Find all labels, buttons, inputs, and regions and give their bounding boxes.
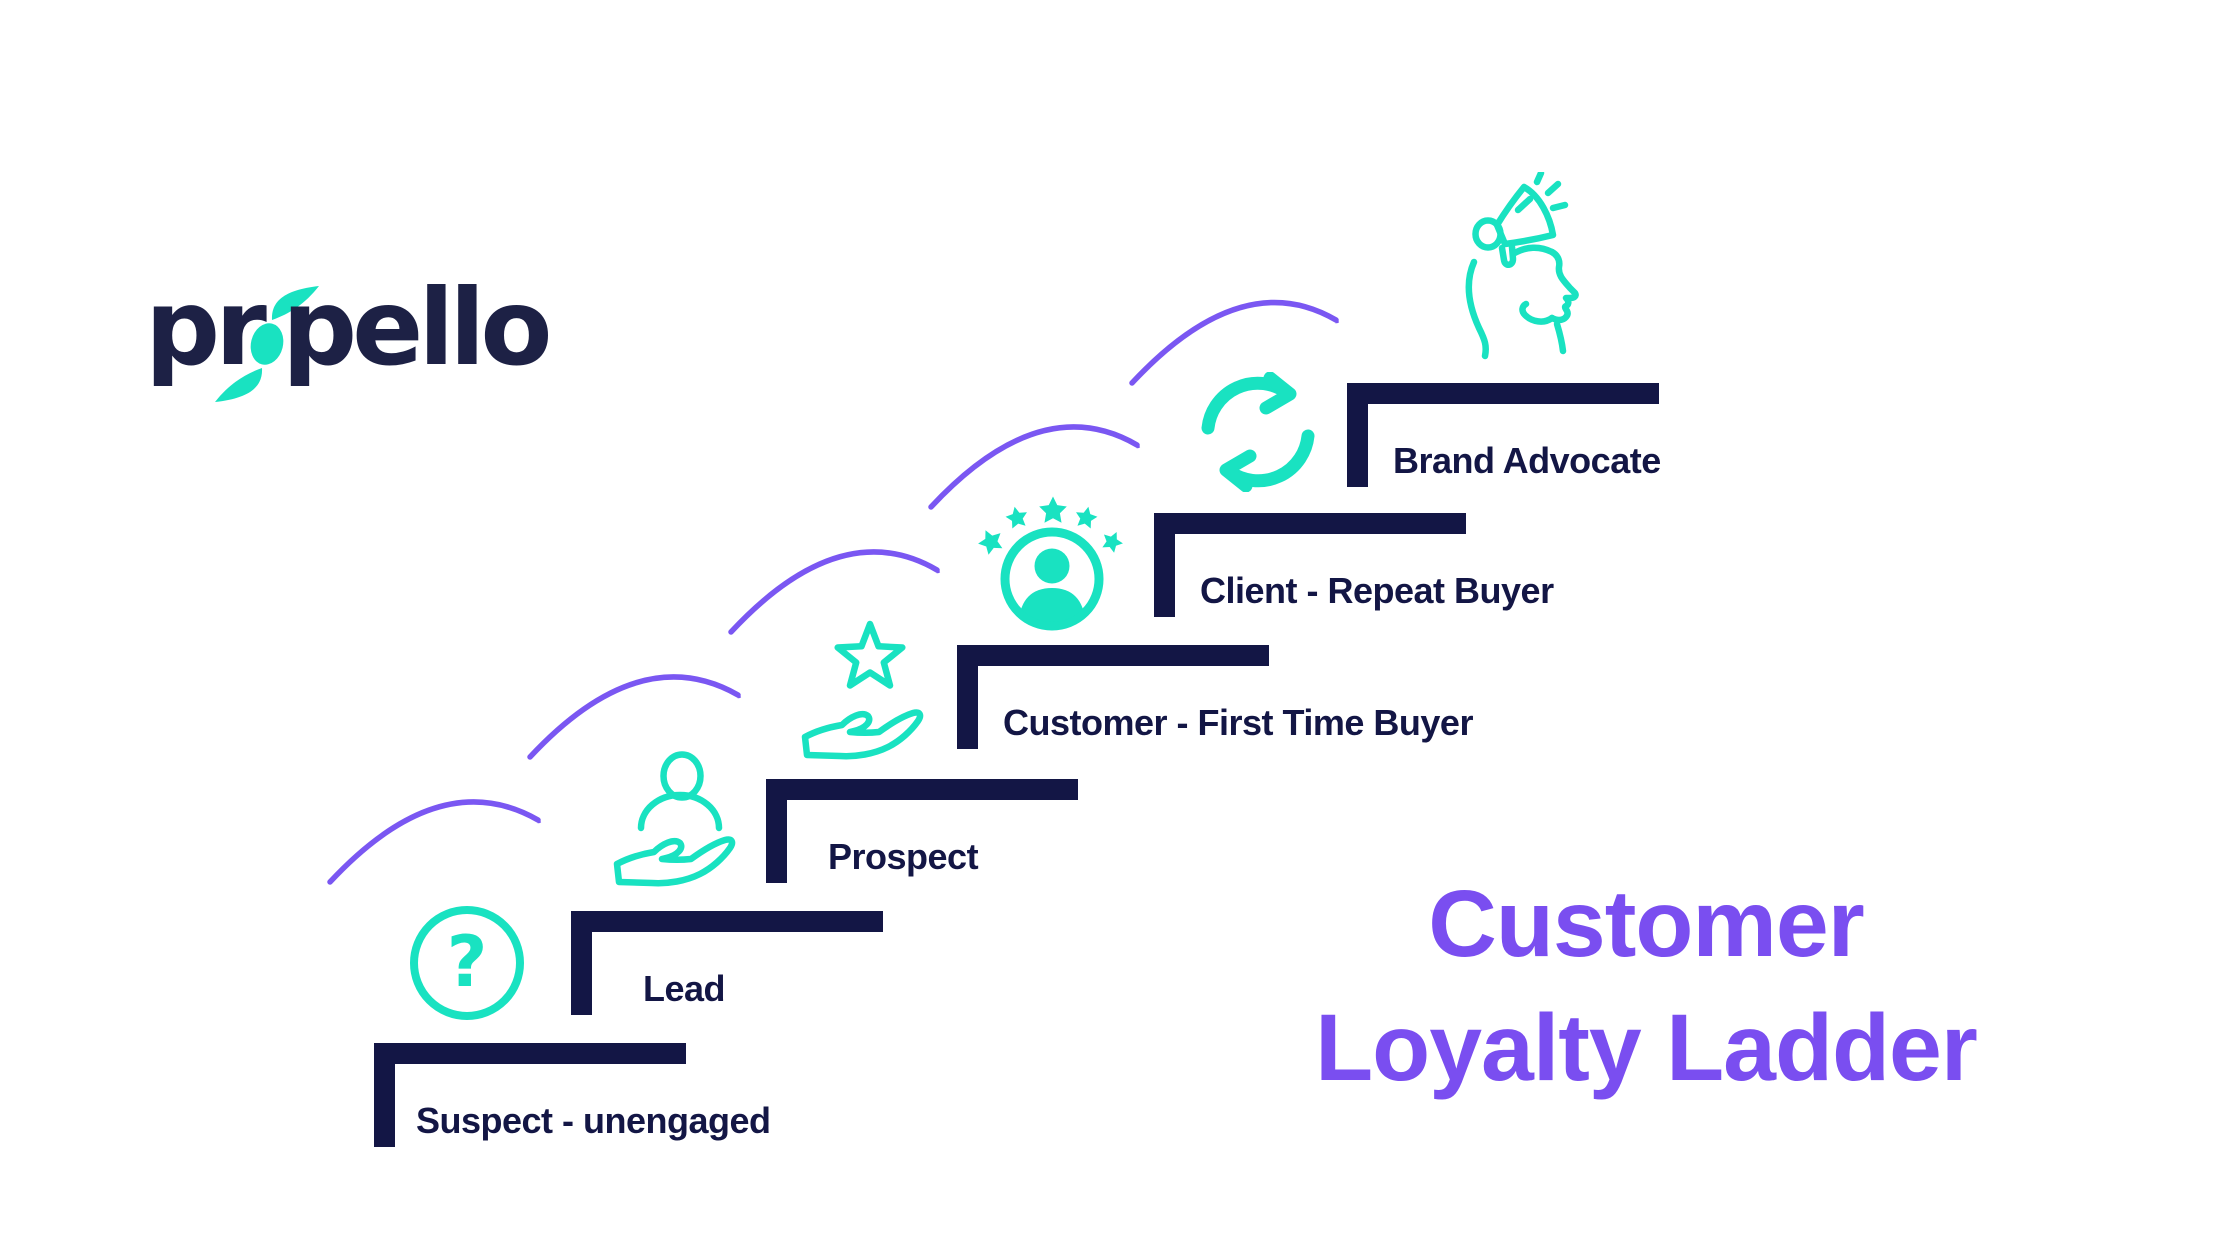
arrow-lead-to-prospect bbox=[527, 674, 738, 760]
person-in-hand-icon bbox=[613, 748, 745, 912]
logo-text-suffix: pello bbox=[282, 267, 552, 389]
step-customer: Customer - First Time Buyer bbox=[957, 645, 1473, 771]
step-label-client: Client - Repeat Buyer bbox=[1200, 570, 1554, 611]
step-tread bbox=[957, 645, 1269, 666]
arrow-client-to-advocate bbox=[1129, 299, 1336, 386]
page-title-line1: Customer bbox=[1428, 871, 1864, 977]
arrow-prospect-to-customer bbox=[728, 549, 937, 635]
page-title: Customer Loyalty Ladder bbox=[1146, 862, 2146, 1110]
step-tread bbox=[374, 1043, 686, 1064]
step-riser bbox=[1154, 513, 1175, 617]
step-suspect: Suspect - unengaged bbox=[374, 1043, 771, 1169]
propello-logo: pr pello bbox=[145, 276, 585, 426]
megaphone-head-icon bbox=[1460, 172, 1600, 362]
question-mark-circle-icon: ? bbox=[410, 906, 524, 1020]
step-riser bbox=[957, 645, 978, 749]
question-glyph: ? bbox=[446, 921, 488, 1003]
star-in-hand-icon bbox=[800, 620, 940, 760]
step-tread bbox=[1154, 513, 1466, 534]
step-label-advocate: Brand Advocate bbox=[1393, 440, 1661, 481]
step-tread bbox=[571, 911, 883, 932]
step-label-suspect: Suspect - unengaged bbox=[416, 1100, 771, 1141]
page-title-line2: Loyalty Ladder bbox=[1315, 995, 1978, 1101]
repeat-cycle-icon bbox=[1198, 372, 1318, 492]
step-riser bbox=[374, 1043, 395, 1147]
step-prospect: Prospect bbox=[766, 779, 1078, 905]
arrow-customer-to-client bbox=[928, 424, 1137, 510]
step-label-lead: Lead bbox=[643, 968, 726, 1009]
arrow-suspect-to-lead bbox=[327, 799, 538, 885]
step-tread bbox=[1347, 383, 1659, 404]
step-client: Client - Repeat Buyer bbox=[1154, 513, 1554, 639]
step-riser bbox=[1347, 383, 1368, 487]
step-tread bbox=[766, 779, 1078, 800]
step-riser bbox=[766, 779, 787, 883]
logo-text-prefix: pr bbox=[145, 267, 267, 389]
five-star-customer-icon bbox=[975, 484, 1129, 644]
step-riser bbox=[571, 911, 592, 1015]
propeller-o-icon bbox=[215, 274, 325, 424]
step-label-customer: Customer - First Time Buyer bbox=[1003, 702, 1473, 743]
step-lead: Lead bbox=[571, 911, 883, 1037]
step-label-prospect: Prospect bbox=[828, 836, 979, 877]
step-advocate: Brand Advocate bbox=[1347, 383, 1661, 509]
